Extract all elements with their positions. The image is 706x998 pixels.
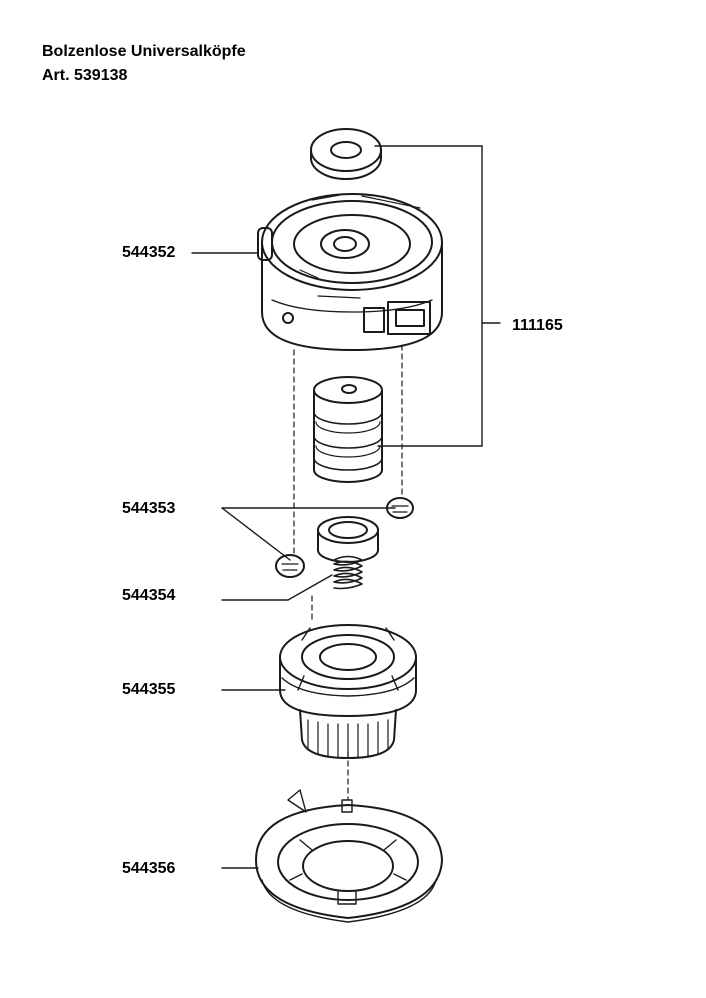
leader-lines (191, 145, 501, 869)
document-title: Bolzenlose Universalköpfe Art. 539138 (42, 40, 246, 88)
title-line-2: Art. 539138 (42, 67, 128, 84)
eyelet-icon-right (386, 497, 414, 519)
part-label-head-cover: 544352 (122, 244, 176, 261)
eyelet-icon-left (275, 554, 305, 578)
spring-icon (333, 555, 363, 590)
title-line-1: Bolzenlose Universalköpfe (42, 43, 246, 60)
center-cup-icon (317, 516, 379, 563)
part-label-bottom-cap: 544356 (122, 860, 176, 877)
spool-base-icon (279, 624, 417, 759)
bottom-cap-icon (255, 789, 443, 923)
assembly-axes (293, 344, 403, 801)
head-cover-icon (257, 193, 443, 351)
washer-icon (310, 128, 382, 180)
part-label-eyelets: 544353 (122, 500, 176, 517)
part-label-spool-base: 544355 (122, 681, 176, 698)
top-spool-icon (313, 376, 383, 483)
part-label-top-set: 111165 (512, 317, 563, 334)
part-label-spring: 544354 (122, 587, 176, 604)
